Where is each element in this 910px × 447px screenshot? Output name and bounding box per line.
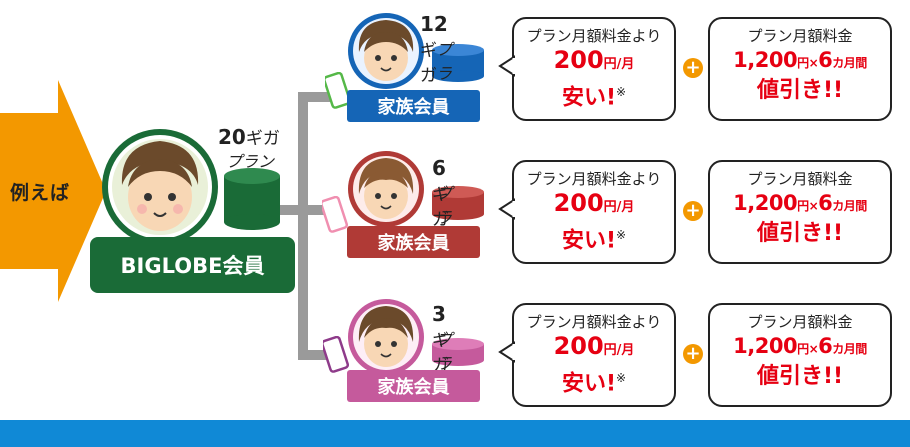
plan-number: 12 — [420, 12, 448, 36]
footer-bar — [0, 420, 910, 447]
plus-icon: + — [683, 201, 703, 221]
bubble-tail — [498, 341, 516, 363]
discount-line3: 値引き!! — [756, 78, 844, 103]
note-mark: ※ — [615, 371, 627, 385]
phone-icon — [322, 196, 348, 233]
discount-line1: プラン月額料金 — [747, 170, 853, 188]
bubble-amount-unit: 円/月 — [603, 200, 635, 215]
note-mark: ※ — [615, 228, 627, 242]
family-member-label: 家族会員 — [347, 90, 480, 122]
bubble-line3: 安い!※ — [514, 365, 674, 397]
main-member-avatar — [102, 129, 218, 245]
family-avatar — [348, 299, 424, 375]
connector-line — [298, 350, 338, 360]
plus-icon: + — [683, 58, 703, 78]
bubble-line1: プラン月額料金より — [526, 170, 662, 188]
main-member-label: BIGLOBE会員 — [90, 237, 295, 293]
price-bubble: プラン月額料金より 200円/月 安い!※ — [512, 160, 676, 264]
note-mark: ※ — [615, 85, 627, 99]
family-plan-size: 6 ギガ — [432, 156, 449, 230]
discount-line3: 値引き!! — [756, 364, 844, 389]
plan-unit: ギガ — [420, 41, 437, 86]
family-plan-size: 12 ギガ — [420, 12, 448, 86]
discount-box: プラン月額料金 1,200円×6カ月間 値引き!! — [708, 17, 892, 121]
discount-amount-line: 1,200円×6カ月間 — [710, 332, 890, 363]
connector-line — [298, 92, 338, 102]
plan-unit: ギガ — [245, 129, 280, 149]
family-member-label: 家族会員 — [347, 226, 480, 258]
discount-box: プラン月額料金 1,200円×6カ月間 値引き!! — [708, 160, 892, 264]
plan-number: 20 — [218, 125, 246, 149]
plan-number: 6 — [432, 156, 446, 180]
family-plan-cylinder — [432, 186, 484, 220]
connector-line — [270, 205, 308, 215]
family-plan-cylinder — [432, 44, 484, 82]
discount-line1: プラン月額料金 — [747, 27, 853, 45]
price-bubble: プラン月額料金より 200円/月 安い!※ — [512, 17, 676, 121]
discount-months-unit: カ月間 — [832, 56, 867, 70]
bubble-tail — [498, 55, 516, 77]
bubble-line1: プラン月額料金より — [526, 27, 662, 45]
family-avatar — [348, 13, 424, 89]
bubble-cheaper: 安い! — [561, 85, 616, 111]
arrow-label: 例えば — [10, 182, 71, 204]
discount-amount-unit: 円× — [797, 56, 819, 70]
bubble-cheaper: 安い! — [561, 228, 616, 254]
connector-line — [298, 92, 308, 360]
bubble-amount: 200 — [553, 46, 604, 74]
discount-amount: 1,200 — [733, 191, 798, 215]
bubble-amount-line: 200円/月 — [514, 189, 674, 222]
discount-amount-unit: 円× — [797, 199, 819, 213]
bubble-amount: 200 — [553, 189, 604, 217]
discount-amount-line: 1,200円×6カ月間 — [710, 46, 890, 77]
price-bubble: プラン月額料金より 200円/月 安い!※ — [512, 303, 676, 407]
discount-line1: プラン月額料金 — [747, 313, 853, 331]
plan-number: 3 — [432, 302, 446, 326]
bubble-amount-unit: 円/月 — [603, 57, 635, 72]
bubble-tail — [498, 198, 516, 220]
bubble-line1: プラン月額料金より — [526, 313, 662, 331]
family-member-label: 家族会員 — [347, 370, 480, 402]
discount-months-unit: カ月間 — [832, 342, 867, 356]
discount-box: プラン月額料金 1,200円×6カ月間 値引き!! — [708, 303, 892, 407]
plus-icon: + — [683, 344, 703, 364]
discount-amount: 1,200 — [733, 48, 798, 72]
arrow-shape — [0, 80, 106, 302]
discount-amount-unit: 円× — [797, 342, 819, 356]
discount-amount: 1,200 — [733, 334, 798, 358]
bubble-amount-line: 200円/月 — [514, 332, 674, 365]
discount-months: 6 — [818, 48, 833, 72]
discount-months: 6 — [818, 191, 833, 215]
discount-line3: 値引き!! — [756, 221, 844, 246]
main-plan-word: プラン — [226, 152, 275, 171]
discount-months: 6 — [818, 334, 833, 358]
discount-amount-line: 1,200円×6カ月間 — [710, 189, 890, 220]
bubble-amount-unit: 円/月 — [603, 343, 635, 358]
phone-icon — [323, 336, 349, 373]
bubble-amount-line: 200円/月 — [514, 46, 674, 79]
bubble-line3: 安い!※ — [514, 79, 674, 111]
bubble-cheaper: 安い! — [561, 371, 616, 397]
family-plan-cylinder — [432, 338, 484, 366]
family-avatar — [348, 151, 424, 227]
plan-unit: ギガ — [432, 185, 449, 230]
phone-icon — [325, 72, 351, 109]
bubble-amount: 200 — [553, 332, 604, 360]
discount-months-unit: カ月間 — [832, 199, 867, 213]
main-plan-cylinder — [224, 168, 280, 230]
main-plan-size: 20ギガ — [218, 124, 280, 149]
connector-line — [298, 205, 338, 215]
bubble-line3: 安い!※ — [514, 222, 674, 254]
